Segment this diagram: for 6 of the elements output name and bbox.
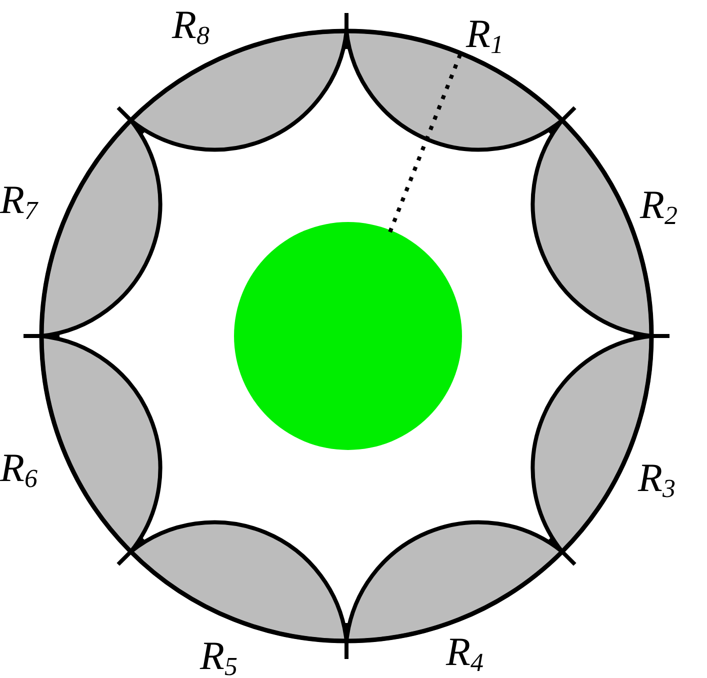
- region-label: R$_{5}$: [200, 636, 238, 676]
- region-label: R$_{8}$: [172, 5, 210, 45]
- region-label: R$_{3}$: [638, 458, 676, 498]
- region-label: R$_{1}$: [466, 14, 504, 54]
- region-label: R$_{4}$: [446, 632, 484, 672]
- region-label: R$_{2}$: [640, 185, 678, 225]
